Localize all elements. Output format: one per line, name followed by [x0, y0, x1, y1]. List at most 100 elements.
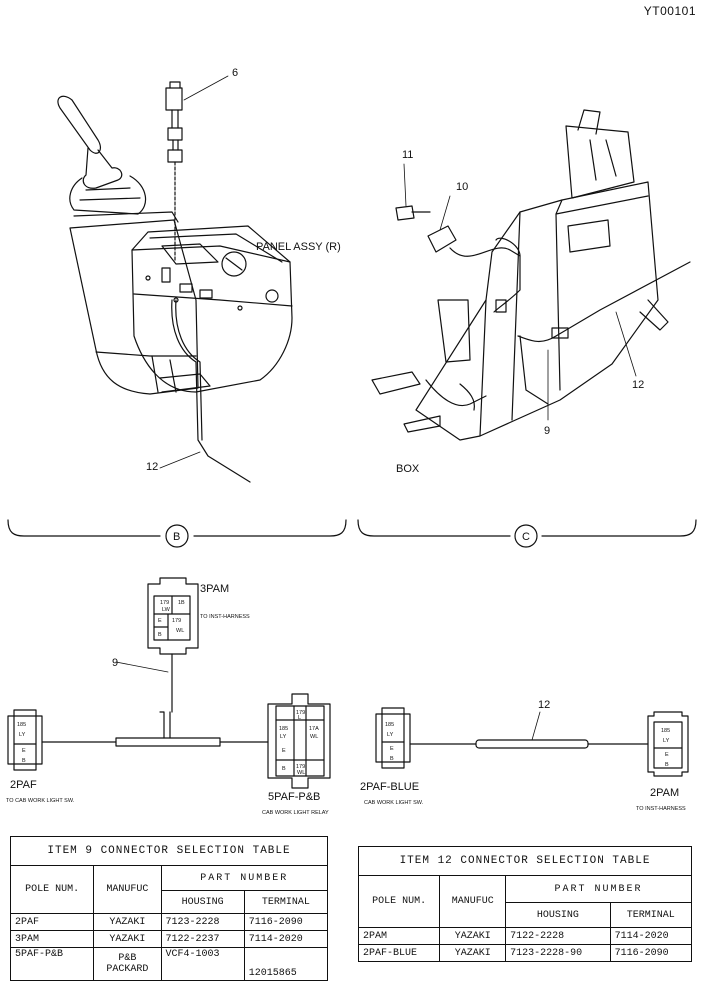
table-9-header-part: PART NUMBER — [160, 865, 329, 891]
item-9-connector-table: ITEM 9 CONNECTOR SELECTION TABLE POLE NU… — [9, 836, 329, 981]
connector-3pam-note: TO INST-HARNESS — [200, 614, 250, 620]
box-foot-right — [403, 415, 441, 433]
connector-5paf-note: CAB WORK LIGHT RELAY — [262, 810, 329, 816]
panel-knob — [265, 289, 279, 303]
pin-3pam-7: 1B — [178, 600, 185, 606]
pin-2pam-4: B — [665, 762, 669, 768]
connector-2paf-note: TO CAB WORK LIGHT SW. — [6, 798, 75, 804]
connector-5paf-name: 5PAF-P&B — [268, 791, 320, 803]
table-9-row-1-pole: 2PAF — [9, 913, 95, 931]
pin-2paf-4: B — [22, 758, 26, 764]
table-9-title: ITEM 9 CONNECTOR SELECTION TABLE — [10, 836, 328, 866]
section-b-circle — [165, 524, 189, 548]
table-9-row-3-manuf-line-1: P&B — [118, 953, 137, 964]
connector-2pam-note: TO INST-HARNESS — [636, 806, 686, 812]
table-9-row-1-manuf: YAZAKI — [93, 913, 162, 931]
label-panel-assy: PANEL ASSY (R) — [256, 241, 341, 253]
connector-3pam-name: 3PAM — [200, 583, 229, 595]
pin-3pam-2: LW — [162, 607, 171, 613]
callout-9-c: 9 — [544, 425, 550, 437]
harness-12-b — [171, 299, 251, 483]
relay-item-10 — [427, 225, 457, 253]
pin-5paf-5: 17A — [309, 726, 319, 732]
pin-3pam-5: 179 — [172, 618, 181, 624]
table-row: 5PAF-P&B P&B PACKARD VCF4-1003 12015865 — [9, 947, 329, 981]
label-box: BOX — [396, 463, 420, 475]
harness-item-12-c — [517, 261, 691, 343]
pin-3pam-3: E — [158, 618, 162, 624]
pin-2pam-1: 185 — [661, 728, 670, 734]
table-9-row-3-pole: 5PAF-P&B — [9, 947, 95, 981]
box-bracket — [415, 181, 659, 441]
table-12-header-housing: HOUSING — [505, 902, 611, 928]
callout-12-b: 12 — [146, 461, 158, 473]
table-12-header-part: PART NUMBER — [505, 875, 692, 903]
callout-10: 10 — [456, 181, 468, 193]
pin-5paf-6: WL — [310, 734, 318, 740]
pin-3pam-6: WL — [176, 628, 184, 634]
joystick-boot — [82, 147, 123, 189]
table-9-row-2-terminal: 7114-2020 — [243, 930, 329, 948]
connector-2paf-blue-note: CAB WORK LIGHT SW. — [364, 800, 424, 806]
pin-5paf-4: LY — [280, 734, 287, 740]
joystick-base — [69, 175, 147, 215]
pin-3pam-4: B — [158, 632, 162, 638]
panel-assy — [131, 225, 293, 393]
box-illustration — [371, 109, 691, 441]
panel-gauge — [221, 251, 247, 277]
connector-3pam — [147, 577, 199, 655]
connector-2pam-name: 2PAM — [650, 787, 679, 799]
connector-2paf-blue-name: 2PAF-BLUE — [360, 781, 419, 793]
table-12-header-pole: POLE NUM. — [357, 875, 441, 928]
table-12-row-1-terminal: 7114-2020 — [609, 927, 693, 945]
table-9-header-manuf: MANUFUC — [93, 865, 162, 914]
connector-2paf-name: 2PAF — [10, 779, 37, 791]
pin-2paf-blue-1: 185 — [385, 722, 394, 728]
table-row: 2PAM YAZAKI 7122-2228 7114-2020 — [357, 927, 693, 945]
section-c-bracket — [357, 519, 697, 537]
pin-5paf-3: 185 — [279, 726, 288, 732]
table-12-row-2-pole: 2PAF-BLUE — [357, 944, 441, 962]
table-9-row-2-pole: 3PAM — [9, 930, 95, 948]
connector-2pam — [647, 711, 689, 777]
table-row: 2PAF-BLUE YAZAKI 7123-2228-90 7116-2090 — [357, 944, 693, 962]
table-12-row-2-manuf: YAZAKI — [439, 944, 507, 962]
table-9-header-terminal: TERMINAL — [243, 890, 329, 914]
box-top-relay — [565, 125, 635, 199]
table-9-row-3-housing: VCF4-1003 — [160, 947, 245, 981]
table-12-row-1-pole: 2PAM — [357, 927, 441, 945]
table-9-row-2-housing: 7122-2237 — [160, 930, 245, 948]
table-9-row-3-manuf: P&B PACKARD — [93, 947, 162, 981]
table-12-title: ITEM 12 CONNECTOR SELECTION TABLE — [358, 846, 692, 876]
table-9-row-1-housing: 7123-2228 — [160, 913, 245, 931]
pin-2paf-blue-3: E — [390, 746, 394, 752]
pin-5paf-7: E — [282, 748, 286, 754]
harness-item-9 — [449, 247, 521, 313]
table-12-header-manuf: MANUFUC — [439, 875, 507, 928]
table-12-header-terminal: TERMINAL — [609, 902, 693, 928]
console-body — [69, 219, 199, 395]
switch-item-6 — [165, 87, 183, 111]
item-12-connector-table: ITEM 12 CONNECTOR SELECTION TABLE POLE N… — [357, 846, 693, 962]
label-section-c: C — [522, 531, 530, 543]
bolt-item-11 — [395, 205, 415, 221]
joystick-handle — [57, 95, 102, 154]
section-b-bracket — [7, 519, 347, 537]
table-12-row-2-housing: 7123-2228-90 — [505, 944, 611, 962]
table-9-row-2-manuf: YAZAKI — [93, 930, 162, 948]
pin-5paf-8: B — [282, 766, 286, 772]
pin-2pam-3: E — [665, 752, 669, 758]
callout-6: 6 — [232, 67, 238, 79]
callout-12-c: 12 — [632, 379, 644, 391]
table-12-row-2-terminal: 7116-2090 — [609, 944, 693, 962]
box-window — [567, 219, 611, 253]
pin-2pam-2: LY — [663, 738, 670, 744]
callout-12-schematic: 12 — [538, 699, 550, 711]
table-9-row-1-terminal: 7116-2090 — [243, 913, 329, 931]
panel-switch-3 — [161, 267, 171, 283]
section-c-circle — [514, 524, 538, 548]
pin-2paf-blue-2: LY — [387, 732, 394, 738]
table-12-row-1-manuf: YAZAKI — [439, 927, 507, 945]
